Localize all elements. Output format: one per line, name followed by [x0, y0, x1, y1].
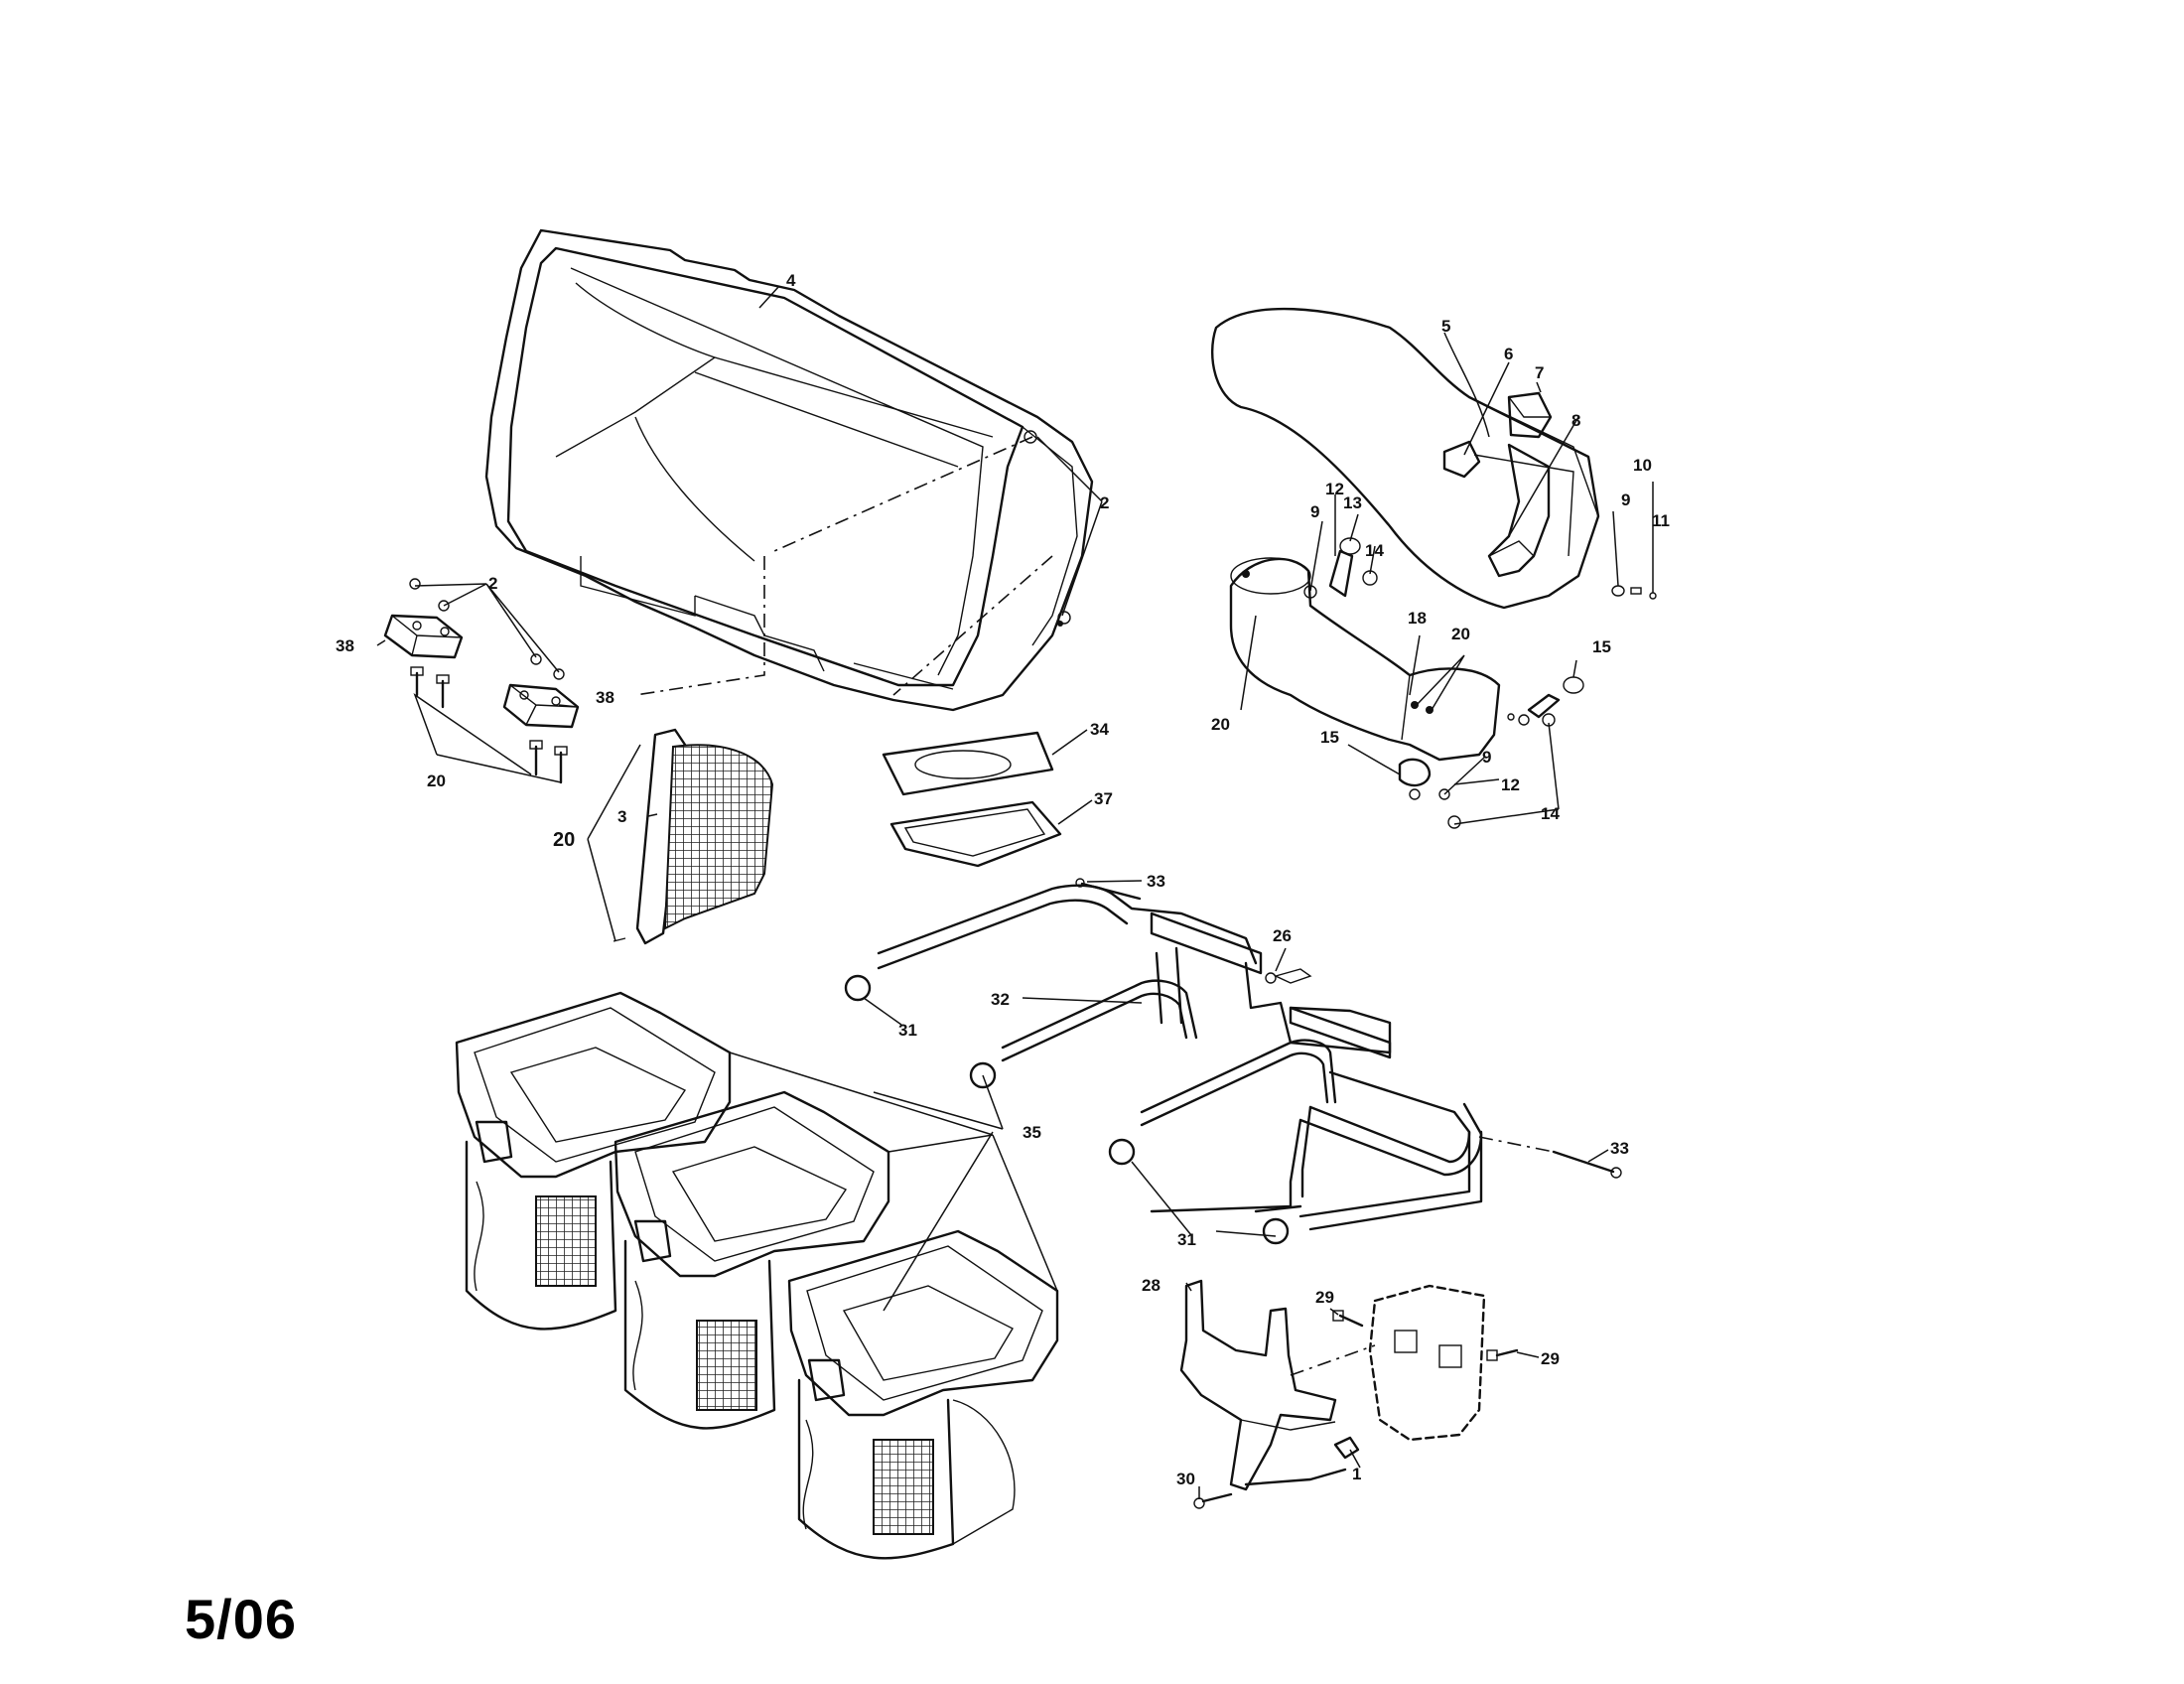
callout-26: 26: [1273, 926, 1292, 945]
handle-8: [1487, 443, 1551, 578]
callout-29: 29: [1315, 1288, 1334, 1307]
callout-15: 15: [1592, 637, 1611, 656]
callout-33: 33: [1147, 872, 1165, 891]
hitch-bolts-29: [1332, 1310, 1519, 1361]
callout-37: 37: [1094, 789, 1113, 808]
bag-frame: [877, 884, 1483, 1231]
callout-14: 14: [1541, 804, 1560, 823]
callout-20: 20: [1451, 625, 1470, 643]
callout-29: 29: [1541, 1349, 1560, 1368]
callout-6: 6: [1504, 345, 1513, 363]
callout-30: 30: [1176, 1470, 1195, 1488]
chute-hardware: [1611, 585, 1657, 600]
bracket-nuts: [409, 578, 565, 680]
callout-15: 15: [1320, 728, 1339, 747]
bag-left: [455, 991, 732, 1331]
callout-33: 33: [1610, 1139, 1629, 1158]
callout-34: 34: [1090, 720, 1109, 739]
frame-plugs-31: [844, 974, 1290, 1245]
callout-32: 32: [991, 990, 1010, 1009]
bag-right: [787, 1229, 1059, 1560]
callout-18: 18: [1408, 609, 1427, 628]
discharge-chute: [1211, 307, 1600, 610]
leader-lines: [376, 285, 1654, 1499]
callout-9: 9: [1310, 502, 1319, 521]
callout-13: 13: [1343, 493, 1362, 512]
hitch-bracket-28: [1179, 1279, 1347, 1491]
callout-3: 3: [617, 807, 626, 826]
callout-20: 20: [427, 772, 446, 790]
callout-20: 20: [553, 829, 575, 851]
callout-8: 8: [1571, 411, 1580, 430]
callout-1: 1: [1352, 1465, 1361, 1483]
callout-28: 28: [1142, 1276, 1160, 1295]
frame-rods-33: [1075, 878, 1622, 1179]
clip-1: [1333, 1436, 1360, 1460]
callout-2: 2: [1100, 493, 1109, 512]
callout-5: 5: [1441, 317, 1450, 336]
callout-9: 9: [1482, 748, 1491, 767]
callout-9: 9: [1621, 491, 1630, 509]
callout-38: 38: [336, 636, 354, 655]
callout-12: 12: [1325, 480, 1344, 498]
gasket-34: [882, 731, 1054, 796]
gasket-37: [889, 800, 1062, 868]
callout-35: 35: [1023, 1123, 1041, 1142]
callout-4: 4: [786, 271, 796, 290]
pivot-hardware-upper: [1303, 537, 1378, 599]
callout-14: 14: [1365, 541, 1384, 560]
callout-7: 7: [1535, 363, 1544, 382]
callout-11: 11: [1652, 511, 1670, 530]
bagger-hood: [484, 228, 1094, 712]
bracket-left: [383, 614, 464, 659]
callout-20: 20: [1211, 715, 1230, 734]
callout-12: 12: [1501, 775, 1520, 794]
latch-7: [1507, 391, 1553, 439]
rear-screen: [613, 728, 774, 945]
hitch-plate: [1290, 1284, 1486, 1442]
hairpin-26: [1265, 968, 1312, 984]
bracket-bolts: [410, 666, 568, 784]
page-code: 5/06: [185, 1588, 297, 1650]
callout-38: 38: [596, 688, 614, 707]
bag-middle: [614, 1090, 890, 1430]
callouts: 4 2 2 38 38 20 3 20 34 37 5 6 7 8 10 9 1…: [336, 271, 1670, 1488]
chute-adapter: [1229, 557, 1501, 762]
callout-2: 2: [488, 574, 497, 593]
callout-31: 31: [898, 1021, 917, 1040]
chute-clip-6: [1442, 440, 1481, 479]
callout-10: 10: [1633, 456, 1652, 475]
callout-31: 31: [1177, 1230, 1196, 1249]
